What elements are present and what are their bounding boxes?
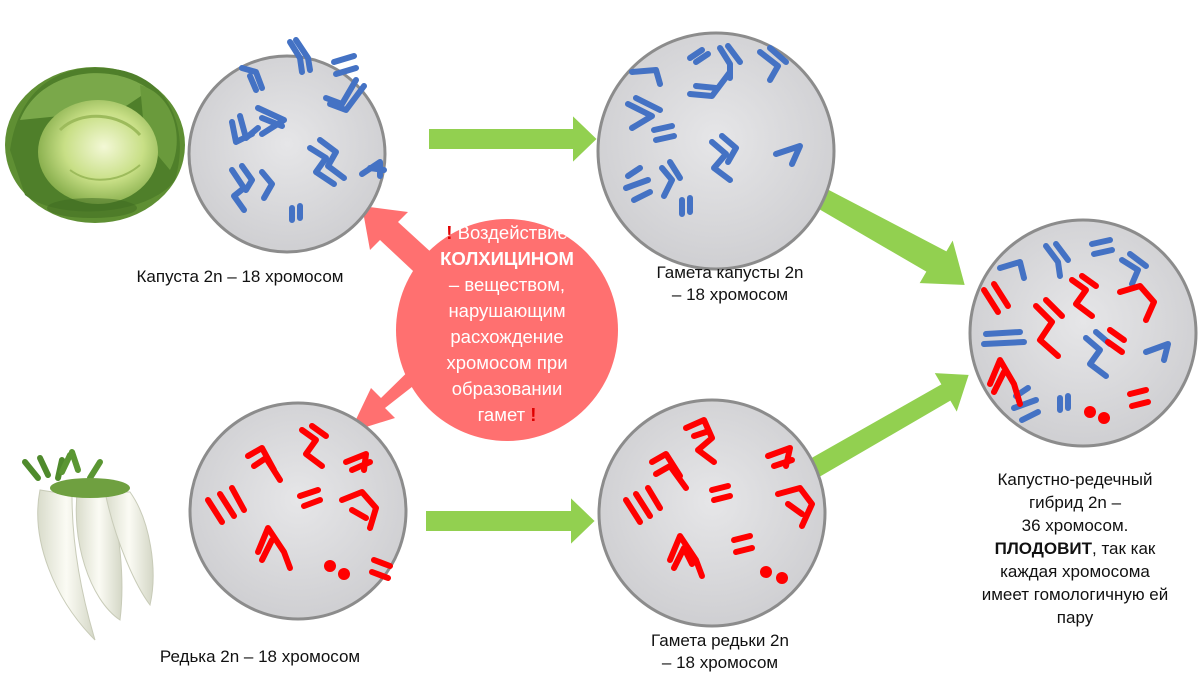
hybrid-label-line5: каждая хромосома [1000, 562, 1150, 581]
radish-image [22, 449, 154, 641]
cabbage-gamete-label: Гамета капусты 2n – 18 хромосом [640, 262, 820, 306]
colchicine-note-line8: гамет ! [408, 402, 606, 428]
colchicine-note-line6: хромосом при [446, 352, 568, 373]
arrow-radish-to-gamete [424, 493, 598, 549]
colchicine-note-line1-text: Воздействие [457, 222, 568, 243]
radish-gamete-label-line2: – 18 хромосом [661, 653, 779, 672]
colchicine-note-line3: – веществом, [448, 274, 566, 295]
colchicine-note-line2: КОЛХИЦИНОМ [408, 246, 606, 272]
colchicine-note-line4: нарушающим [448, 300, 566, 321]
cabbage-chromosomes [229, 37, 387, 223]
radish-gamete-label-line1: Гамета редьки 2n [651, 631, 789, 650]
cabbage-label: Капуста 2n – 18 хромосом [110, 266, 370, 288]
colchicine-note-line7: образовании [451, 378, 563, 399]
radish-gamete-label: Гамета редьки 2n – 18 хромосом [630, 630, 810, 674]
colchicine-note-line5: расхождение [450, 326, 564, 347]
radish-label-text: Редька 2n – 18 хромосом [159, 647, 361, 666]
cabbage-gamete-cell [596, 31, 836, 271]
colchicine-note-line8-text: гамет [477, 404, 526, 425]
hybrid-chromosome-dots [1084, 406, 1110, 424]
radish-chromosomes [205, 423, 393, 581]
cabbage-image [5, 67, 185, 223]
hybrid-label-line2: гибрид 2n – [1028, 493, 1122, 512]
hybrid-label: Капустно-редечный гибрид 2n – 36 хромосо… [965, 468, 1185, 629]
hybrid-fertile-text: ПЛОДОВИТ [994, 539, 1092, 558]
hybrid-label-line4-rest: , так как [1092, 539, 1156, 558]
radish-label: Редька 2n – 18 хромосом [130, 646, 390, 668]
radish-chromosome-dots [324, 560, 350, 580]
hybrid-chromosomes-red [981, 273, 1157, 409]
exclamation-mark-end: ! [530, 404, 537, 425]
hybrid-label-line6: имеет гомологичную ей [981, 585, 1169, 604]
hybrid-label-line3: 36 хромосом. [1021, 516, 1129, 535]
exclamation-mark: ! [446, 222, 453, 243]
hybrid-label-line4: ПЛОДОВИТ, так как [965, 537, 1185, 560]
hybrid-label-line7: пару [1056, 608, 1094, 627]
colchicine-note: ! Воздействие КОЛХИЦИНОМ – веществом, на… [408, 220, 606, 428]
hybrid-chromosomes-blue [981, 237, 1171, 423]
colchicine-circle [396, 219, 618, 441]
cabbage-label-text: Капуста 2n – 18 хромосом [136, 267, 344, 286]
colchicine-note-line1: ! Воздействие [408, 220, 606, 246]
radish-gamete-chromosome-dots [760, 566, 788, 584]
arrow-cabbage-to-gamete [427, 111, 600, 167]
arrow-radish-gamete-to-hybrid [804, 370, 972, 482]
cabbage-gamete-chromosomes [623, 43, 803, 217]
cabbage-gamete-label-line2: – 18 хромосом [671, 285, 789, 304]
colchicine-name: КОЛХИЦИНОМ [440, 248, 574, 269]
cabbage-gamete-label-line1: Гамета капусты 2n [656, 263, 804, 282]
hybrid-label-line1: Капустно-редечный [997, 470, 1153, 489]
radish-gamete-chromosomes [623, 417, 815, 579]
